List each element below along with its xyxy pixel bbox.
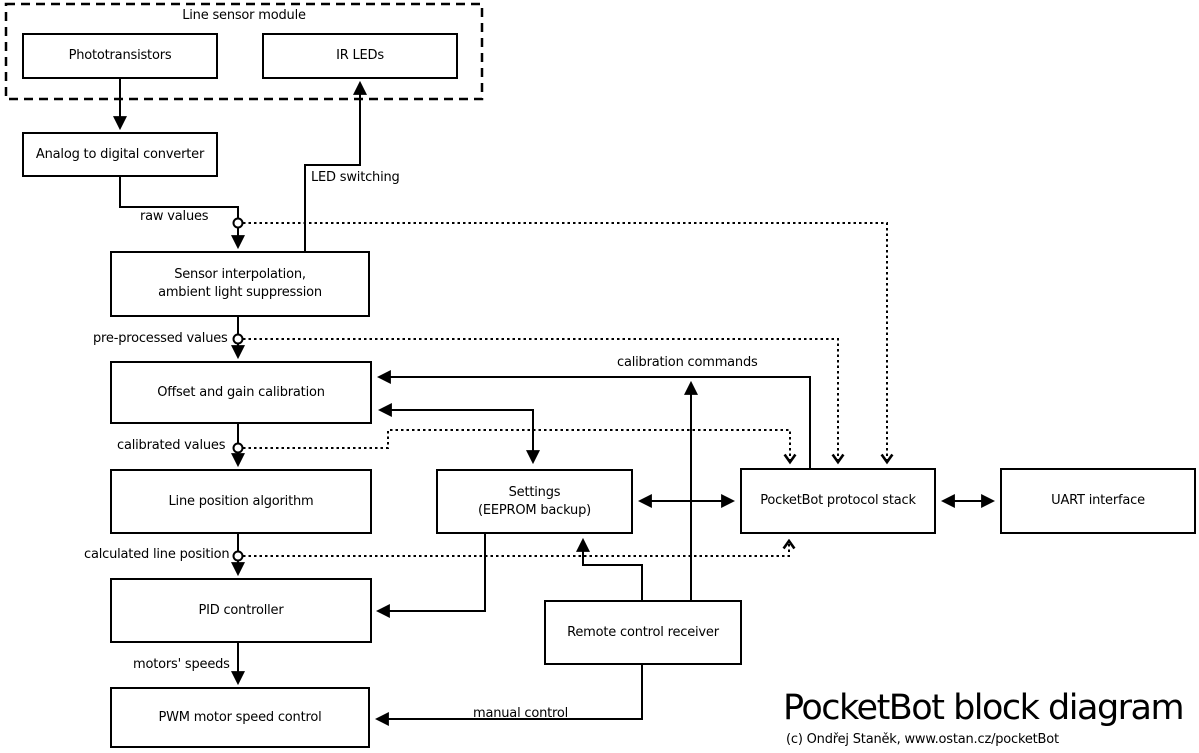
edge-label-calibration-commands: calibration commands [617, 355, 758, 370]
diagram-title: PocketBot block diagram [783, 688, 1185, 728]
edge-label-calibrated-values: calibrated values [117, 438, 226, 453]
edge-label-motors-speeds: motors' speeds [133, 657, 230, 672]
edge-calibration-commands-to-offset-gain [376, 370, 811, 468]
block-pid-controller: PID controller [110, 578, 372, 643]
block-pocketbot-protocol-stack: PocketBot protocol stack [740, 468, 936, 534]
block-analog-to-digital-converter: Analog to digital converter [22, 132, 218, 177]
junction-raw-values [232, 217, 244, 229]
block-settings-eeprom: Settings (EEPROM backup) [436, 469, 633, 534]
edge-label-manual-control: manual control [473, 706, 569, 721]
block-phototransistors: Phototransistors [22, 33, 218, 79]
block-uart-interface: UART interface [1000, 468, 1196, 534]
junction-pre-processed-values [232, 333, 244, 345]
block-line-position-algorithm: Line position algorithm [110, 469, 372, 534]
edge-label-pre-processed-values: pre-processed values [93, 331, 228, 346]
edge-label-calculated-line-position: calculated line position [84, 547, 230, 562]
edge-pre-processed-values-dotted [243, 338, 838, 461]
block-sensor-interpolation: Sensor interpolation, ambient light supp… [110, 251, 370, 317]
edge-offset-gain-settings-bidirectional [377, 403, 540, 465]
diagram-credit: (c) Ondřej Staněk, www.ostan.cz/pocketBo… [786, 732, 1059, 747]
edge-calculated-line-position-dotted [243, 542, 789, 557]
junction-calculated-line-position [232, 550, 244, 562]
edge-label-led-switching: LED switching [311, 170, 400, 185]
group-label-line-sensor-module: Line sensor module [182, 8, 306, 23]
block-remote-control-receiver: Remote control receiver [544, 600, 742, 665]
edge-calibrated-values-dotted [243, 429, 790, 461]
edge-remote-to-settings [576, 537, 643, 600]
edge-settings-to-pid [375, 534, 486, 618]
block-offset-gain-calibration: Offset and gain calibration [110, 361, 372, 424]
edge-led-switching-to-ir-leds [304, 80, 367, 251]
edge-label-raw-values: raw values [140, 209, 209, 224]
junction-calibrated-values [232, 442, 244, 454]
edge-remote-manual-control-to-pwm [374, 665, 643, 726]
edge-raw-values-dotted [243, 222, 887, 461]
block-pwm-motor-speed-control: PWM motor speed control [110, 687, 370, 748]
block-ir-leds: IR LEDs [262, 33, 458, 79]
